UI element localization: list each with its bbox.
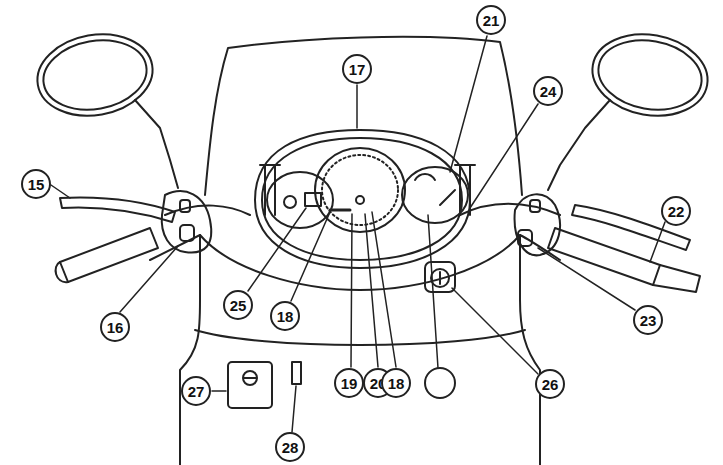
callout-number: 18 xyxy=(381,368,411,398)
callout-number: 18 xyxy=(270,301,300,331)
callout-number: 21 xyxy=(476,5,506,35)
callout-number: 25 xyxy=(223,290,253,320)
callout-number: 17 xyxy=(342,54,372,84)
callout-number: 19 xyxy=(334,368,364,398)
callout-number: 26 xyxy=(535,369,565,399)
callout-number: 22 xyxy=(661,196,691,226)
callout-number: 15 xyxy=(21,169,51,199)
callout-number: 28 xyxy=(275,432,305,462)
callout-number: 27 xyxy=(181,376,211,406)
callout-number: 23 xyxy=(633,305,663,335)
callout-number: 24 xyxy=(533,76,563,106)
callout-number: 16 xyxy=(100,312,130,342)
